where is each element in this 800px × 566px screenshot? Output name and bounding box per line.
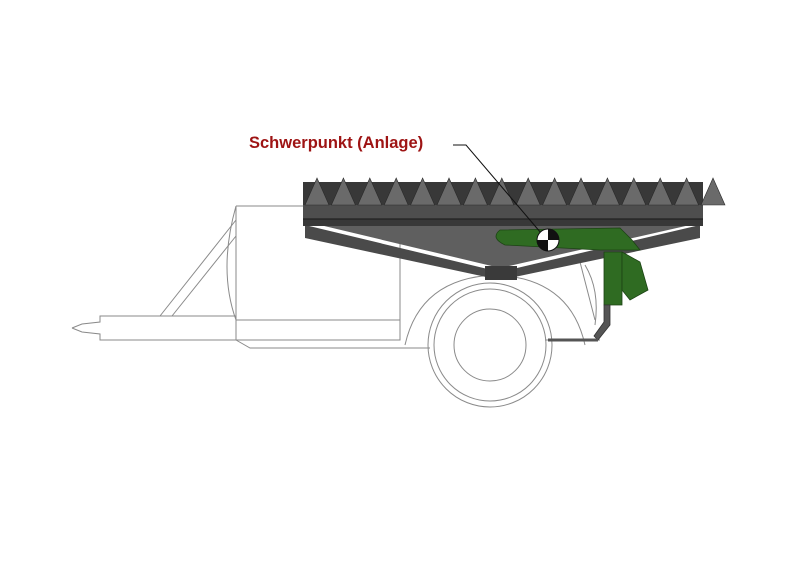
spreader-spike <box>489 177 515 206</box>
drawbar <box>71 315 236 341</box>
spreader-spike <box>304 177 330 206</box>
spreader-spike <box>357 177 383 206</box>
spreader-spike <box>621 177 647 206</box>
mounting-frame <box>495 227 649 341</box>
center-of-gravity-icon <box>536 228 560 252</box>
spreader-spike <box>383 177 409 206</box>
center-of-gravity-label: Schwerpunkt (Anlage) <box>249 134 424 152</box>
spreader-header <box>303 177 726 280</box>
spreader-spike <box>647 177 673 206</box>
wheel <box>427 282 553 408</box>
fender <box>404 274 586 346</box>
spreader-spike <box>436 177 462 206</box>
spreader-spike <box>515 177 541 206</box>
spreader-spike <box>568 177 594 206</box>
tank-body <box>235 205 401 341</box>
leader-line <box>453 144 542 234</box>
spreader-spike <box>700 177 726 206</box>
spreader-spike <box>594 177 620 206</box>
spreader-spike <box>462 177 488 206</box>
spreader-spike <box>674 177 700 206</box>
spreader-spike <box>542 177 568 206</box>
spreader-spike <box>330 177 356 206</box>
trailer-outline <box>71 205 600 408</box>
drawbar-brace <box>159 219 237 317</box>
spreader-spike <box>410 177 436 206</box>
